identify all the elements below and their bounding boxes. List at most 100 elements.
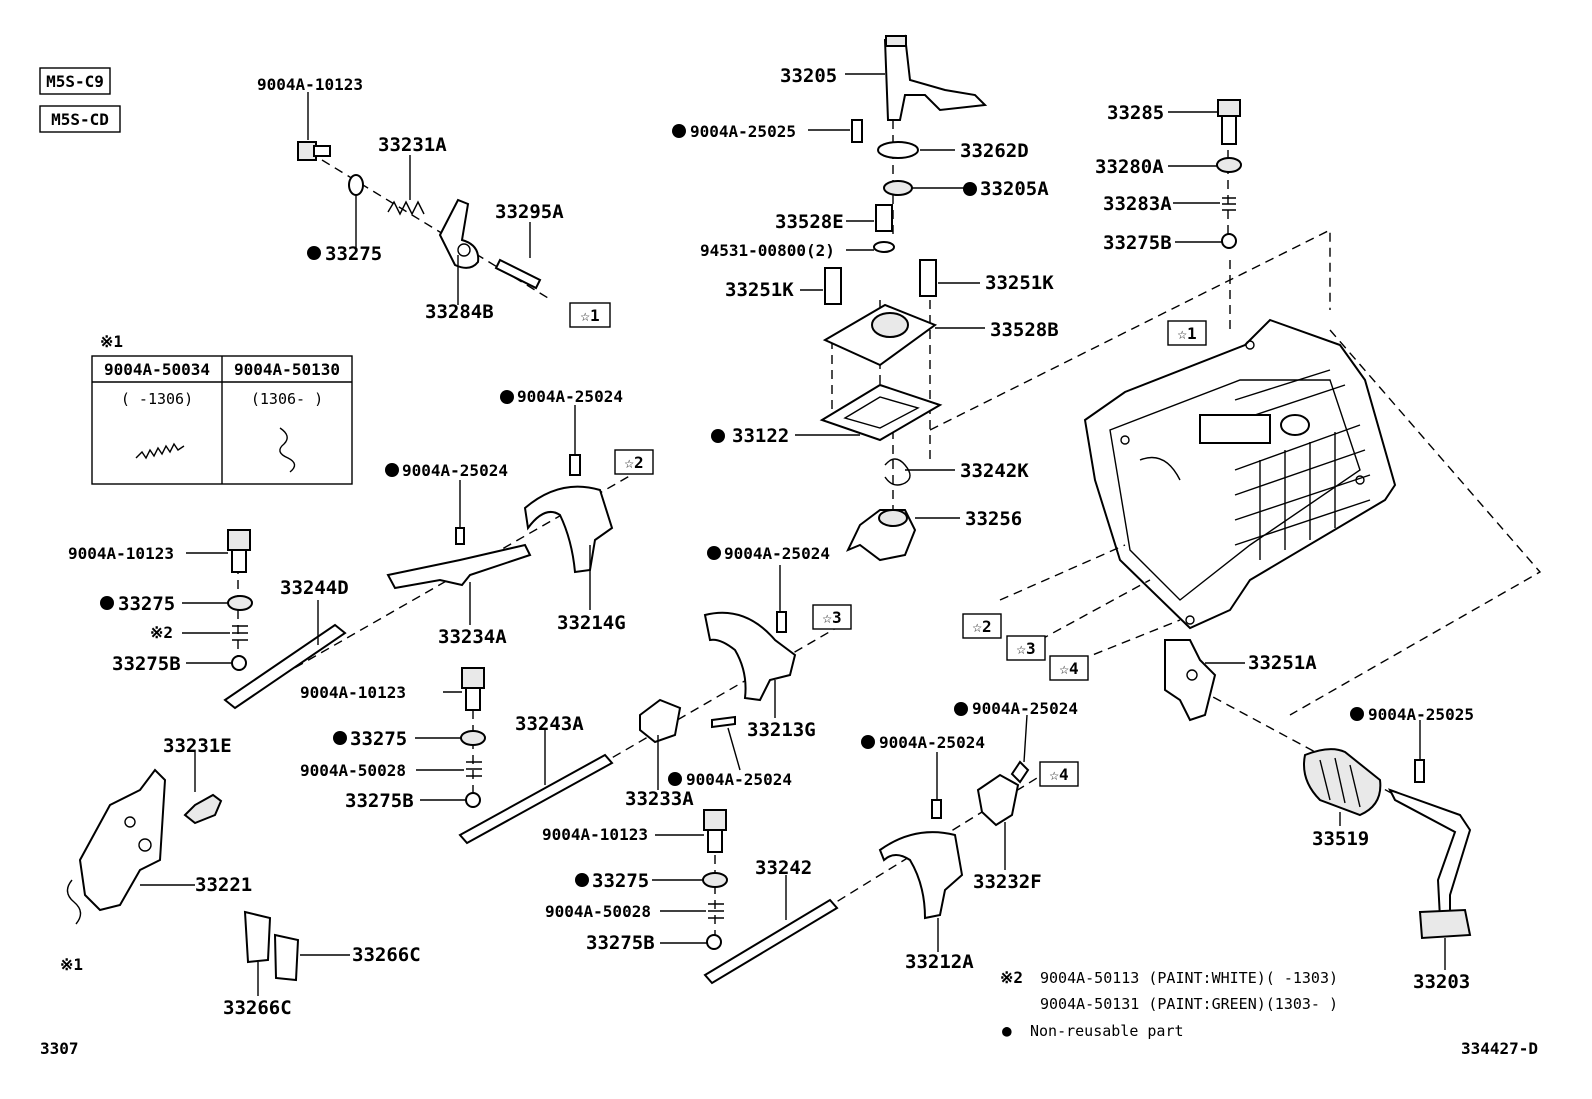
washer-33262D [877,141,919,159]
pin-9004A-25025-b [1414,759,1425,783]
part-label-17: 33256 [965,508,1022,530]
part-label-46: 33275B [586,932,655,954]
part-label-12: 33251K [725,279,794,301]
spring-x2-a [232,625,248,641]
part-label-31: 33213G [747,719,816,741]
part-label-54: 33519 [1312,828,1369,850]
spring-table-title: ※1 [100,332,123,351]
pin-9004A-25024-c [776,611,787,633]
part-label-40: 33221 [195,874,252,896]
part-label-41: 33266C [352,944,421,966]
bolt-33251K-b [919,259,937,297]
part-label-37: 9004A-25024 [686,770,792,789]
ref-note-2-mark: ※2 [150,623,173,642]
part-label-53: 9004A-25025 [1368,705,1474,724]
part-label-39: 33231E [163,735,232,757]
spring-table-range-1: ( -1306) [121,390,193,408]
ref-star-3-a: ☆3 [822,608,841,627]
part-label-9: 33205A [980,178,1049,200]
part-label-11: 94531-00800(2) [700,241,835,260]
part-label-35: 33275B [345,790,414,812]
legend-note2-line2: 9004A-50131 (PAINT:GREEN)(1303- ) [1040,995,1338,1013]
part-label-47: 33242 [755,857,812,879]
part-label-6: 33205 [780,65,837,87]
shaft-33242 [703,898,839,985]
spring-table-part-1: 9004A-50034 [104,360,210,379]
guide-lines [229,120,1542,981]
part-label-21: 33275B [1103,232,1172,254]
part-label-19: 33280A [1095,156,1164,178]
ball-33275B-d [706,934,722,950]
part-label-28: 33244D [280,577,349,599]
part-label-3: 33295A [495,201,564,223]
fork-33213G [703,611,797,702]
variant-code-1: M5S-C9 [46,72,104,91]
ref-star-4-b: ☆4 [1049,765,1068,784]
part-label-26: 9004A-10123 [68,544,174,563]
spring-table: ※1 9004A-50034 9004A-50130 ( -1306) (130… [91,332,353,485]
part-label-32: 9004A-10123 [300,683,406,702]
part-label-24: 33214G [557,612,626,634]
ref-star-4-a: ☆4 [1059,659,1078,678]
bolt-9004A-10123-a [297,141,331,161]
pin-9004A-25025-a [851,119,863,143]
pin-9004A-25024-f [931,799,942,819]
part-label-15: 33122 [732,425,789,447]
lever-33284B [438,198,480,269]
part-label-38: 33233A [625,788,694,810]
spring-table-range-2: (1306- ) [251,390,323,408]
part-label-2: 33231A [378,134,447,156]
washer-33275-d [702,872,728,888]
ref-star-2-b: ☆2 [972,617,991,636]
part-label-34: 9004A-50028 [300,761,406,780]
part-label-13: 33251K [985,272,1054,294]
part-label-29: 33275B [112,653,181,675]
part-label-22: 9004A-25024 [517,387,623,406]
pin-9004A-25024-a [455,527,465,545]
ref-star-3-b: ☆3 [1016,639,1035,658]
pin-9004A-25024-e [1010,760,1030,784]
variant-codes: M5S-C9 M5S-CD [39,67,121,133]
part-label-48: 9004A-25024 [972,699,1078,718]
legend-nonreusable-text: Non-reusable part [1030,1022,1184,1040]
part-label-4: 33275 [325,243,382,265]
part-label-7: 9004A-25025 [690,122,796,141]
head-33234A [386,543,532,590]
part-label-49: 9004A-25024 [879,733,985,752]
bolt-33285 [1217,99,1241,117]
legend-note2-mark: ※2 [1000,968,1023,987]
boot-33519 [1303,748,1382,817]
part-label-51: 33212A [905,951,974,973]
ball-33275B-c [465,792,481,808]
fork-33214G [523,485,614,574]
pad-33266C-b [273,933,300,982]
part-shapes [66,34,1472,985]
part-label-45: 9004A-50028 [545,902,651,921]
ref-star-1-b: ☆1 [1177,324,1196,343]
part-label-55: 33203 [1413,971,1470,993]
part-label-5: 33284B [425,301,494,323]
ref-note-1-mark: ※1 [60,955,83,974]
spring-9004A-50028-b [708,903,724,919]
legend: ※2 9004A-50113 (PAINT:WHITE)( -1303) 900… [1000,968,1338,1040]
shaft-33244D [223,623,347,710]
part-label-52: 33251A [1248,652,1317,674]
case-ribs [1234,424,1371,560]
bolt-9004A-10123-d [703,809,727,831]
pad-33266C-a [243,910,272,964]
spring-x1 [66,879,82,925]
spring-33242K [884,458,911,486]
spring-table-part-2: 9004A-50130 [234,360,340,379]
part-label-10: 33528E [775,211,844,233]
pin-9004A-25024-d [711,715,736,729]
lever-33221 [78,768,167,912]
washer-33275-b [227,595,253,611]
spring-33283A [1222,197,1236,211]
head-33232F [976,773,1020,827]
washer-33280A [1216,157,1242,173]
arm-33205 [883,34,988,121]
reference-marks: ☆1 ☆1 ☆2 ☆2 ☆3 ☆3 ☆4 ☆4 ※2 ※1 [60,302,1207,974]
part-label-27: 33275 [118,593,175,615]
bolt-9004A-10123-b [227,529,251,551]
